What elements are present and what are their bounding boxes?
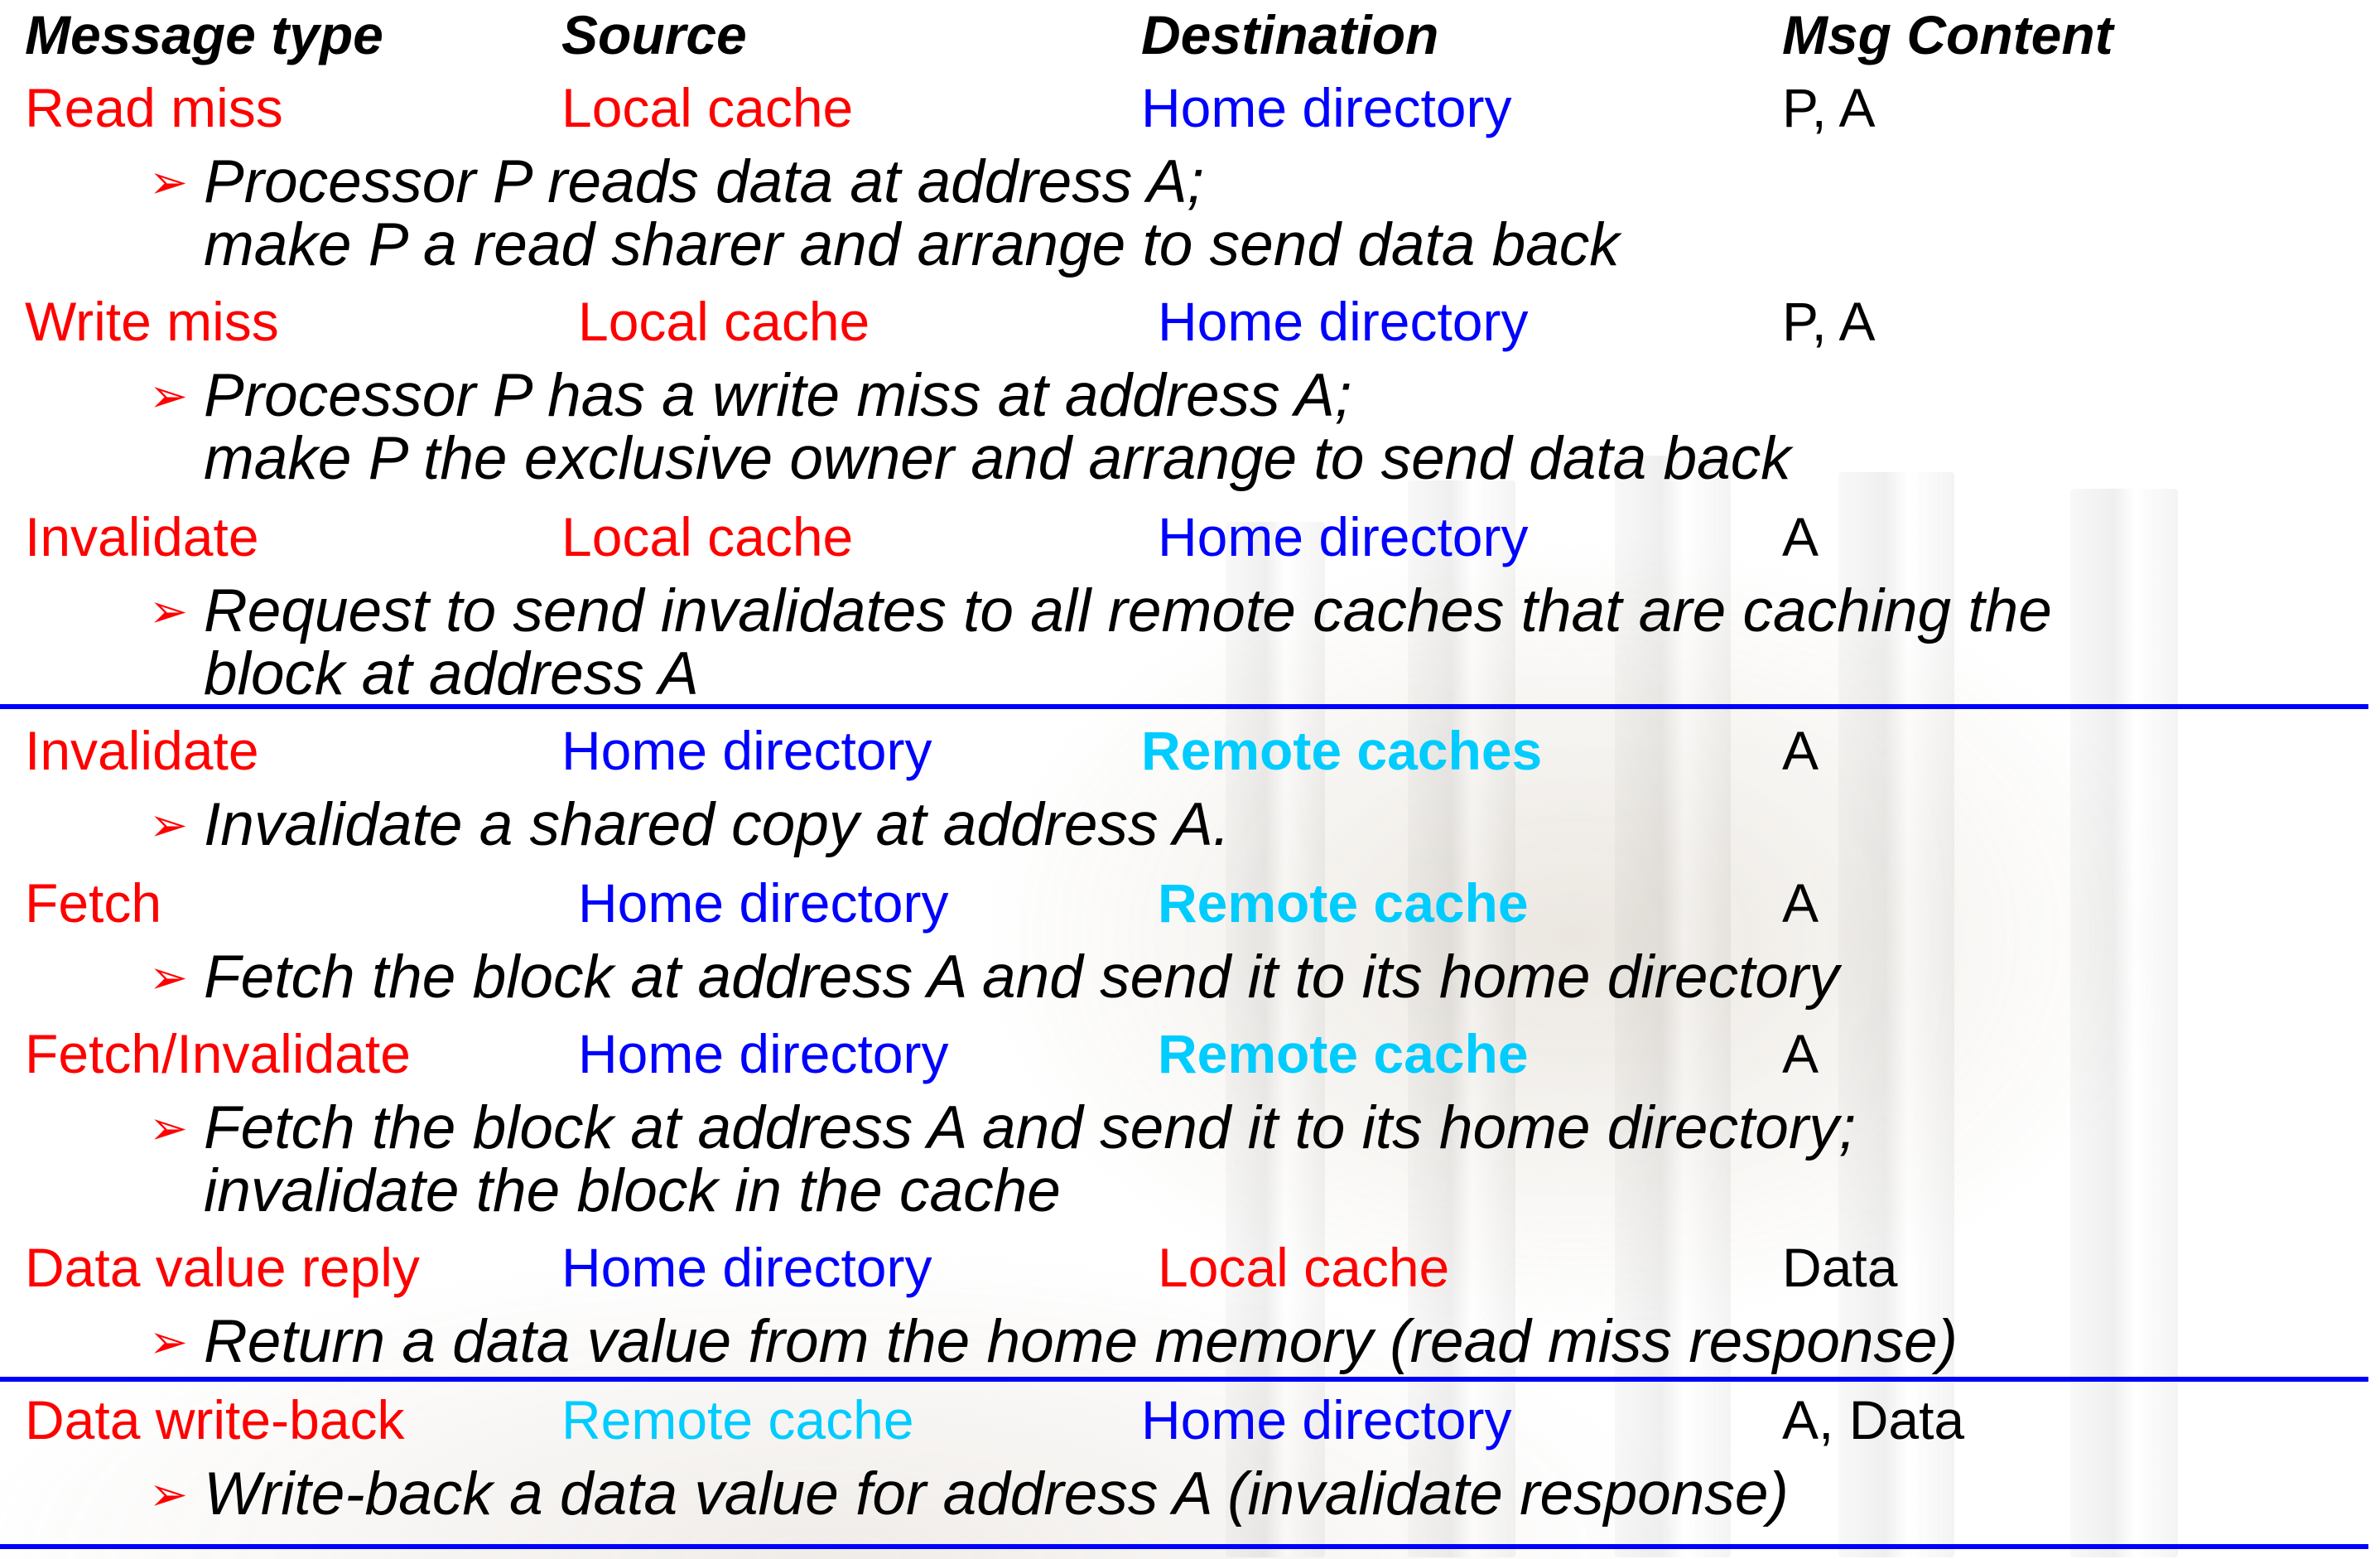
message-destination: Home directory bbox=[1158, 506, 1529, 567]
message-row: Read miss Local cache Home directory P, … bbox=[0, 75, 2380, 141]
message-type: Invalidate bbox=[25, 506, 259, 567]
header-source: Source bbox=[561, 4, 747, 65]
section-divider bbox=[0, 1544, 2368, 1549]
description-line: Write-back a data value for address A (i… bbox=[204, 1460, 1789, 1528]
message-content: P, A bbox=[1782, 77, 1876, 138]
description-line: Fetch the block at address A and send it… bbox=[204, 944, 1839, 1011]
message-row: Data write-back Remote cache Home direct… bbox=[0, 1387, 2380, 1453]
description-line: block at address A bbox=[204, 640, 699, 707]
arrow-bullet-icon: ➢ bbox=[149, 585, 188, 637]
message-destination: Remote cache bbox=[1158, 1023, 1529, 1084]
description-line: Return a data value from the home memory… bbox=[204, 1308, 1958, 1375]
description-line: Invalidate a shared copy at address A. bbox=[204, 791, 1231, 858]
section-divider bbox=[0, 1377, 2368, 1382]
message-source: Home directory bbox=[578, 872, 949, 934]
message-content: A bbox=[1782, 720, 1819, 781]
message-content: Data bbox=[1782, 1237, 1898, 1298]
message-type: Fetch/Invalidate bbox=[25, 1023, 411, 1084]
message-source: Local cache bbox=[578, 291, 870, 352]
background-photo bbox=[0, 356, 2380, 1559]
arrow-bullet-icon: ➢ bbox=[149, 1102, 188, 1154]
message-row: Write miss Local cache Home directory P,… bbox=[0, 288, 2380, 355]
message-row: Fetch Home directory Remote cache A bbox=[0, 870, 2380, 936]
table-header: Message type Source Destination Msg Cont… bbox=[0, 2, 2380, 68]
message-type: Write miss bbox=[25, 291, 279, 352]
message-content: A bbox=[1782, 506, 1819, 567]
description-line: Request to send invalidates to all remot… bbox=[204, 577, 2052, 644]
message-destination: Home directory bbox=[1158, 291, 1529, 352]
message-row: Invalidate Home directory Remote caches … bbox=[0, 717, 2380, 784]
arrow-bullet-icon: ➢ bbox=[149, 951, 188, 1003]
arrow-bullet-icon: ➢ bbox=[149, 369, 188, 422]
section-divider bbox=[0, 704, 2368, 709]
message-source: Home directory bbox=[561, 720, 932, 781]
arrow-bullet-icon: ➢ bbox=[149, 1315, 188, 1368]
message-type: Invalidate bbox=[25, 720, 259, 781]
message-content: P, A bbox=[1782, 291, 1876, 352]
message-row: Data value reply Home directory Local ca… bbox=[0, 1234, 2380, 1301]
message-type: Fetch bbox=[25, 872, 162, 934]
message-row: Fetch/Invalidate Home directory Remote c… bbox=[0, 1021, 2380, 1087]
message-content: A, Data bbox=[1782, 1389, 1965, 1450]
header-message-type: Message type bbox=[25, 4, 383, 65]
message-content: A bbox=[1782, 872, 1819, 934]
message-type: Data write-back bbox=[25, 1389, 405, 1450]
message-source: Local cache bbox=[561, 77, 854, 138]
message-destination: Remote caches bbox=[1141, 720, 1543, 781]
description-line: Fetch the block at address A and send it… bbox=[204, 1094, 1856, 1161]
message-destination: Home directory bbox=[1141, 77, 1512, 138]
header-destination: Destination bbox=[1141, 4, 1439, 65]
message-row: Invalidate Local cache Home directory A bbox=[0, 504, 2380, 570]
arrow-bullet-icon: ➢ bbox=[149, 1468, 188, 1520]
arrow-bullet-icon: ➢ bbox=[149, 799, 188, 851]
description-line: Processor P reads data at address A; bbox=[204, 148, 1204, 215]
message-type: Data value reply bbox=[25, 1237, 420, 1298]
message-source: Home directory bbox=[578, 1023, 949, 1084]
message-content: A bbox=[1782, 1023, 1819, 1084]
description-line: make P the exclusive owner and arrange t… bbox=[204, 425, 1791, 492]
message-source: Remote cache bbox=[561, 1389, 914, 1450]
message-source: Local cache bbox=[561, 506, 854, 567]
message-destination: Remote cache bbox=[1158, 872, 1529, 934]
description-line: make P a read sharer and arrange to send… bbox=[204, 211, 1620, 278]
message-type: Read miss bbox=[25, 77, 283, 138]
header-msg-content: Msg Content bbox=[1782, 4, 2113, 65]
message-destination: Home directory bbox=[1141, 1389, 1512, 1450]
message-destination: Local cache bbox=[1158, 1237, 1450, 1298]
description-line: Processor P has a write miss at address … bbox=[204, 362, 1352, 429]
description-line: invalidate the block in the cache bbox=[204, 1157, 1061, 1224]
arrow-bullet-icon: ➢ bbox=[149, 156, 188, 208]
message-source: Home directory bbox=[561, 1237, 932, 1298]
